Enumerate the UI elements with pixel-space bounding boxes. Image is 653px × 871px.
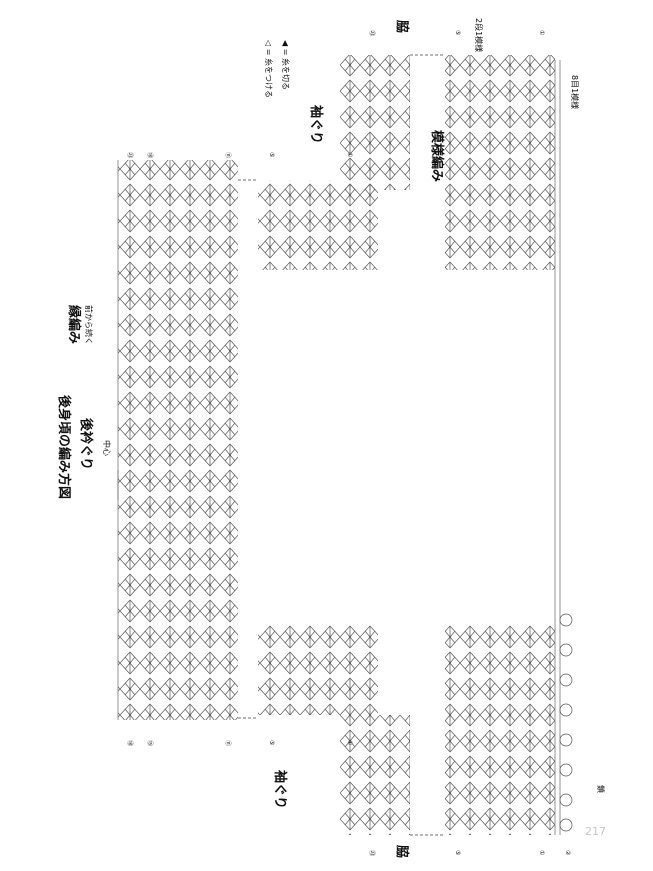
- center-label: 中心: [102, 440, 112, 456]
- svg-text:⑱: ⑱: [146, 152, 154, 158]
- svg-text:⑪: ⑪: [224, 740, 232, 746]
- watermark: 217: [585, 825, 606, 838]
- legend-attach: ◁ = 糸をつける: [264, 39, 274, 98]
- repeat-rows: 2段1模様: [474, 18, 484, 52]
- legend-cut: ◀ = 糸を切る: [281, 40, 291, 90]
- svg-text:⑪: ⑪: [224, 152, 232, 158]
- chart-title: 後身頃の編み方図: [56, 395, 72, 499]
- edging-label: 縁編み: [66, 305, 82, 344]
- piece-outline: [117, 54, 561, 836]
- sleeve-label-bottom: 袖ぐり: [272, 770, 288, 809]
- svg-text:⑮: ⑮: [146, 740, 154, 746]
- armhole-blocks: [340, 55, 410, 835]
- edging-note: 前から続く: [84, 305, 94, 345]
- sleeve-label-top: 袖ぐり: [308, 105, 324, 144]
- svg-text:㉓: ㉓: [368, 850, 376, 856]
- svg-text:⑱: ⑱: [126, 740, 134, 746]
- neck-band: [118, 160, 238, 720]
- edging-shells: [559, 613, 573, 832]
- svg-text:⑤: ⑤: [268, 152, 275, 157]
- upper-shoulder-block: [258, 180, 378, 715]
- side-label-bottom: 脇: [394, 845, 410, 858]
- svg-text:⑤: ⑤: [454, 850, 461, 855]
- row-markers-bottom: ⑱ ⑮ ⑪ ⑤ ① ㉓ ⑤ ① ②: [126, 740, 571, 856]
- side-label-top: 脇: [394, 20, 410, 33]
- svg-text:⑤: ⑤: [268, 740, 275, 745]
- lower-body-block: [445, 55, 555, 835]
- chain-start: 鎖: [596, 785, 606, 793]
- svg-text:②: ②: [564, 850, 571, 856]
- svg-text:①: ①: [346, 152, 353, 157]
- neck-label: 後衿ぐり: [78, 418, 94, 470]
- row-markers-top: ㉓ ⑱ ⑪ ⑤ ① ㉓ ⑤ ①: [126, 30, 545, 158]
- svg-text:⑤: ⑤: [454, 30, 461, 35]
- svg-text:㉓: ㉓: [126, 152, 134, 158]
- repeat-count: 8目1模様: [570, 75, 580, 109]
- pattern-label: 模様編み: [429, 130, 445, 182]
- svg-text:①: ①: [538, 30, 545, 35]
- svg-text:㉓: ㉓: [368, 30, 376, 36]
- svg-text:①: ①: [538, 850, 545, 855]
- svg-text:①: ①: [346, 740, 353, 745]
